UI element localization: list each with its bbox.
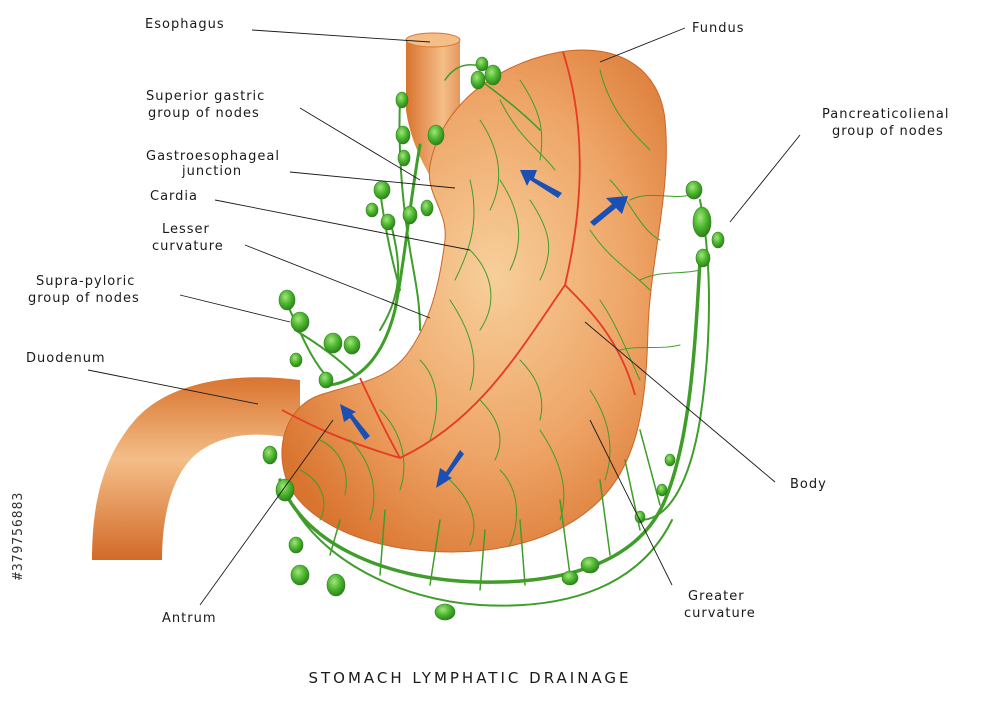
label-pancreaticolienal: Pancreaticolienal group of nodes [822,107,955,139]
label-lesser-curvature: Lesser curvature [152,222,224,254]
label-greater-curvature: Greater curvature [684,589,756,621]
lymph-vessel-network [299,69,701,546]
stomach-shape [281,49,667,553]
drainage-arrows [340,170,628,488]
label-esophagus: Esophagus [145,17,225,32]
label-duodenum: Duodenum [26,351,106,366]
lymph-nodes [262,56,725,621]
labels: Esophagus Fundus Superior gastric group … [26,17,955,626]
label-body: Body [790,477,827,492]
arrow-greater-curvature [436,450,464,488]
label-antrum: Antrum [162,611,216,626]
label-supra-pyloric: Supra-pyloric group of nodes [28,274,141,306]
label-gastroesophageal: Gastroesophageal junction [146,149,285,179]
arrow-fundus-left [520,170,562,198]
arrow-antrum [340,404,370,440]
duodenum-shape [92,377,300,560]
region-lines [281,51,636,459]
label-cardia: Cardia [150,189,198,204]
label-fundus: Fundus [692,21,745,36]
leader-lines [87,27,801,606]
diagram-title: STOMACH LYMPHATIC DRAINAGE [308,669,631,687]
stock-id: #379756883 [11,492,26,580]
label-superior-gastric: Superior gastric group of nodes [146,89,270,121]
arrow-fundus-right [590,196,628,226]
